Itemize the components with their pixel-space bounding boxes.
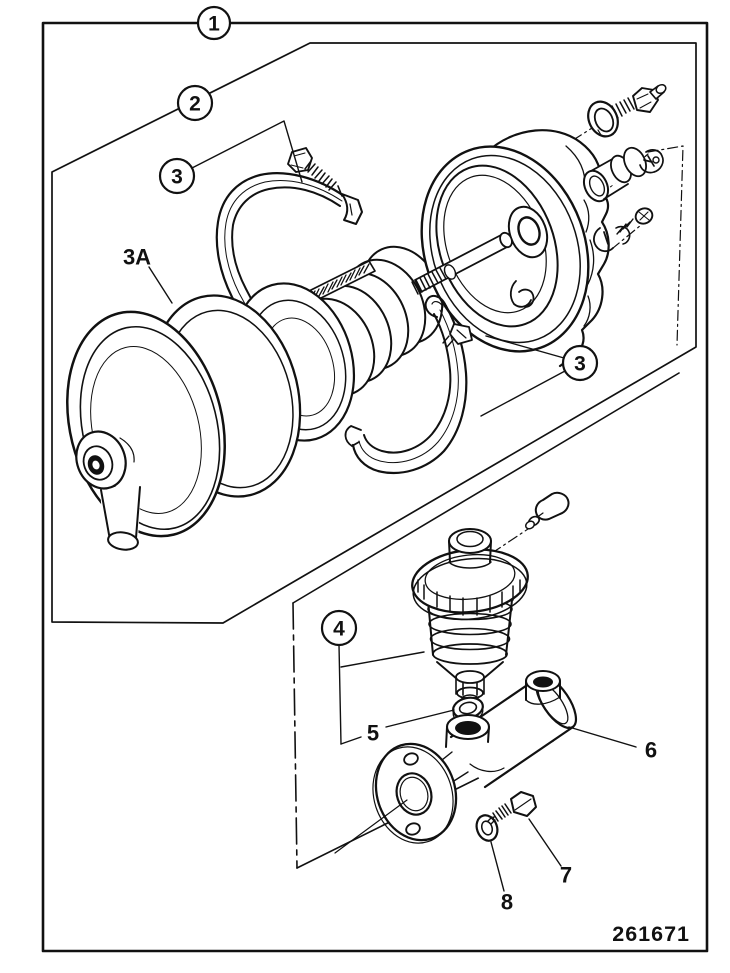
leader-3-lower-a: [485, 335, 565, 359]
label-5: 5: [367, 721, 379, 746]
label-6: 6: [645, 738, 657, 763]
cover-spout-drawing: [100, 485, 141, 551]
leader-7: [528, 818, 562, 867]
leader-6: [568, 726, 637, 748]
callout-4: [320, 609, 358, 647]
callout-2-number: 2: [189, 93, 201, 116]
leader-5: [385, 709, 455, 728]
retaining-screw-drawing: [593, 207, 654, 253]
leader-3a: [148, 266, 173, 304]
leader-8: [490, 841, 505, 892]
sealing-washer-drawing: [587, 100, 619, 138]
callout-1-number: 1: [208, 13, 220, 36]
reservoir-drawing: [411, 528, 529, 707]
leader-3-upper: [191, 120, 303, 183]
leader-4-branch: [340, 651, 425, 668]
clamp-band-upper-drawing: [215, 172, 363, 321]
mounting-flange-drawing: [334, 742, 469, 854]
callout-4-number: 4: [333, 618, 345, 641]
clevis-pin-drawing: [582, 146, 664, 203]
leader-4-tail: [340, 736, 362, 745]
kit-boundary-box: [51, 42, 697, 624]
callout-3-upper-number: 3: [171, 166, 183, 189]
cap-crenellations: [417, 579, 521, 616]
callout-2: [176, 84, 214, 122]
seal-washer-drawing: [452, 696, 484, 723]
spring-washer-drawing: [475, 814, 499, 842]
outer-border: [41, 21, 709, 953]
label-3a: 3A: [123, 245, 151, 270]
callout-1: [196, 5, 232, 41]
flange-axis-line: [334, 799, 408, 854]
master-cylinder-drawing: [445, 670, 578, 789]
clamp-band-lower-drawing: [344, 294, 473, 475]
callout-3-lower-number: 3: [574, 353, 586, 376]
callout-3-lower: [561, 344, 599, 382]
leader-lines: [148, 120, 637, 892]
servo-body-drawing: [420, 129, 610, 368]
label-8: 8: [501, 890, 513, 915]
filler-plug-drawing: [524, 491, 570, 530]
cover-hub-drawing: [75, 430, 127, 490]
label-7: 7: [560, 863, 572, 888]
leader-4-main: [338, 644, 342, 745]
bolt-drawing: [489, 791, 537, 823]
drawing-number: 261671: [612, 922, 690, 946]
emboss-mark: [509, 280, 535, 308]
vacuum-valve-drawing: [611, 83, 667, 119]
callout-3-upper: [158, 157, 196, 195]
pushrod-drawing: [411, 231, 513, 295]
leader-3-lower-b: [480, 370, 566, 417]
